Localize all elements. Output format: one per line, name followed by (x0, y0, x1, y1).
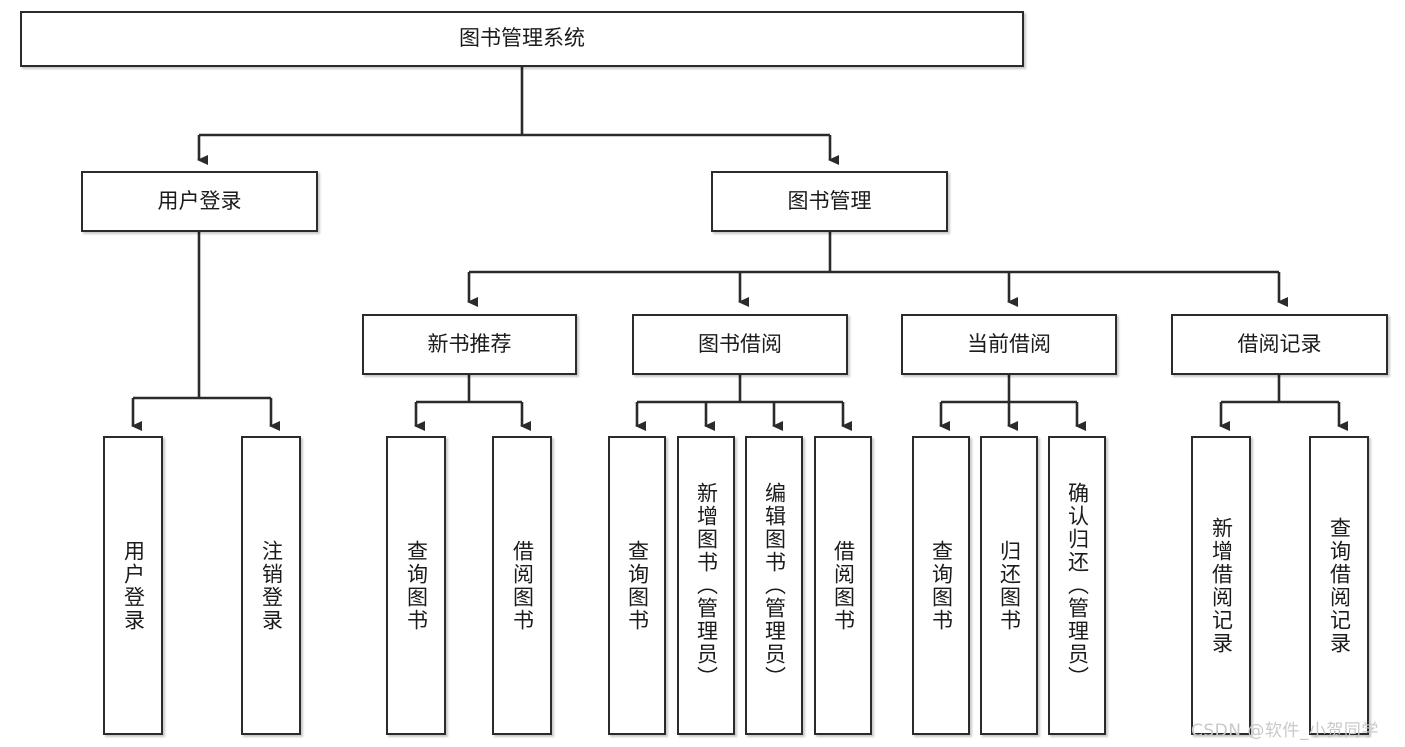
leaf-new-book-borrow-book[interactable]: 借阅图书 (492, 436, 552, 735)
node-label: 查询图书 (625, 539, 650, 632)
node-label: 借阅图书 (831, 539, 856, 632)
node-label: 借阅图书 (510, 539, 535, 632)
node-label: 当前借阅 (967, 331, 1051, 356)
leaf-records-query-record[interactable]: 查询借阅记录 (1309, 436, 1369, 735)
node-label: 归还图书 (997, 539, 1022, 632)
node-borrow-records[interactable]: 借阅记录 (1171, 314, 1388, 375)
node-label: 查询借阅记录 (1327, 516, 1352, 655)
node-label: 编辑图书（管理员） (762, 482, 787, 689)
node-label: 注销登录 (259, 539, 284, 632)
leaf-borrow-borrow-book[interactable]: 借阅图书 (814, 436, 872, 735)
node-book-borrow[interactable]: 图书借阅 (632, 314, 848, 375)
leaf-user-login-logout[interactable]: 注销登录 (241, 436, 301, 735)
node-root-book-management-system[interactable]: 图书管理系统 (20, 11, 1024, 67)
node-label: 新增图书（管理员） (694, 482, 719, 689)
csdn-watermark: CSDN @软件_小贺同学 (1191, 721, 1379, 741)
node-label: 用户登录 (121, 539, 146, 632)
node-book-management[interactable]: 图书管理 (711, 171, 948, 232)
node-label: 借阅记录 (1237, 331, 1322, 356)
leaf-current-query-book[interactable]: 查询图书 (912, 436, 970, 735)
leaf-user-login-login[interactable]: 用户登录 (103, 436, 163, 735)
node-label: 图书借阅 (698, 331, 782, 356)
node-label: 查询图书 (404, 539, 429, 632)
node-label: 确认归还（管理员） (1065, 482, 1090, 689)
leaf-borrow-query-book[interactable]: 查询图书 (608, 436, 666, 735)
leaf-borrow-add-book-admin[interactable]: 新增图书（管理员） (677, 436, 735, 735)
node-user-login[interactable]: 用户登录 (81, 171, 318, 232)
node-label: 图书管理系统 (459, 26, 585, 51)
leaf-current-confirm-return-admin[interactable]: 确认归还（管理员） (1048, 436, 1106, 735)
node-label: 新书推荐 (427, 331, 512, 356)
node-label: 查询图书 (929, 539, 954, 632)
node-current-borrow[interactable]: 当前借阅 (901, 314, 1117, 375)
leaf-borrow-edit-book-admin[interactable]: 编辑图书（管理员） (745, 436, 803, 735)
leaf-records-add-record[interactable]: 新增借阅记录 (1191, 436, 1251, 735)
node-label: 新增借阅记录 (1209, 516, 1234, 655)
leaf-current-return-book[interactable]: 归还图书 (980, 436, 1038, 735)
node-new-book-recommendation[interactable]: 新书推荐 (362, 314, 577, 375)
node-label: 用户登录 (157, 188, 242, 213)
leaf-new-book-query-book[interactable]: 查询图书 (386, 436, 446, 735)
node-label: 图书管理 (787, 188, 872, 213)
